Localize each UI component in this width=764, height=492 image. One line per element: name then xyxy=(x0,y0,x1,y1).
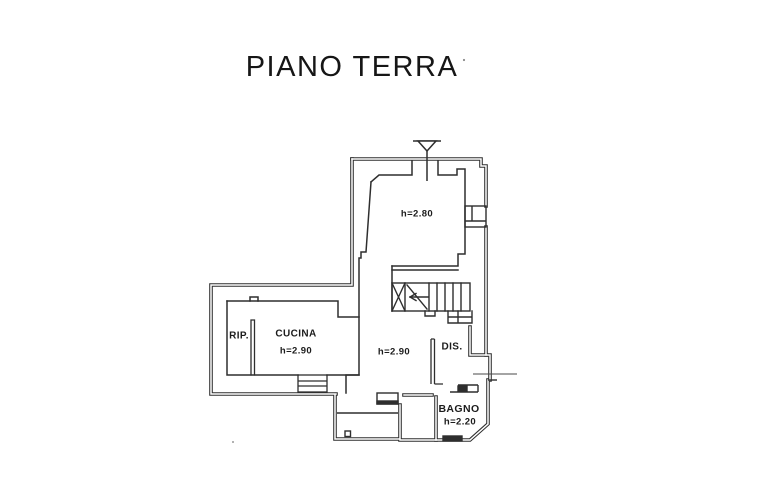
entrance-marker-icon xyxy=(413,140,441,181)
vestibule-walls xyxy=(337,392,399,438)
central-room-height-label: h=2.90 xyxy=(377,346,411,358)
exterior-walls-core xyxy=(210,158,491,441)
scan-speck xyxy=(462,58,466,62)
upper-room-height-label: h=2.80 xyxy=(400,208,434,220)
rip-room-label: RIP. xyxy=(229,330,249,342)
bagno-details xyxy=(442,384,479,442)
dis-room-label: DIS. xyxy=(441,341,463,353)
dis-partition-wall xyxy=(430,338,443,385)
upper-room-walls xyxy=(345,160,466,394)
bagno-door-step xyxy=(457,385,468,392)
wall-niche-window xyxy=(464,205,487,228)
bagno-height-label: h=2.20 xyxy=(443,416,477,428)
cucina-room-label: CUCINA xyxy=(275,328,317,340)
cucina-height-label: h=2.90 xyxy=(279,345,313,357)
scan-speck xyxy=(232,441,234,443)
page-title: PIANO TERRA xyxy=(245,51,459,83)
exterior-walls xyxy=(209,157,492,442)
left-wing-walls xyxy=(226,296,360,376)
cucina-window xyxy=(297,374,328,393)
staircase xyxy=(391,282,473,324)
pillar-marker xyxy=(344,430,352,438)
bagno-room-label: BAGNO xyxy=(438,403,480,415)
bagno-window xyxy=(442,435,463,442)
vestibule-window xyxy=(376,400,399,405)
